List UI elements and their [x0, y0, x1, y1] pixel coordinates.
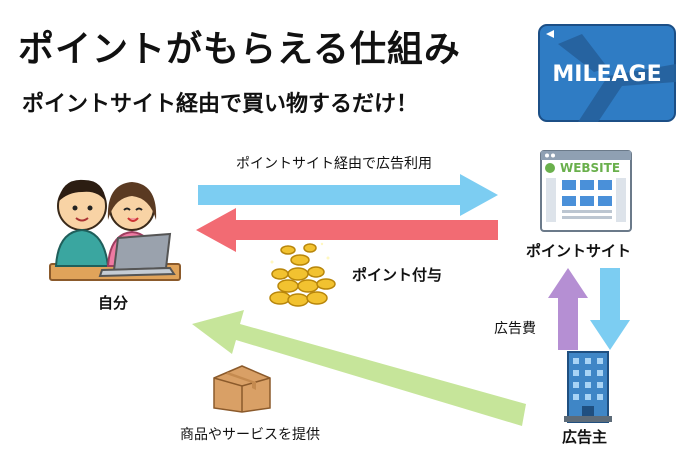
label-goods-services: 商品やサービスを提供: [180, 427, 320, 443]
coins-icon: [269, 242, 336, 307]
website-icon: WEBSITE: [540, 150, 632, 232]
arrow-ad-fee: [548, 268, 588, 350]
node-advertiser: 広告主: [562, 428, 608, 446]
mileage-card-icon: MILEAGE: [538, 24, 676, 122]
building-icon: [564, 351, 612, 423]
mileage-card-text: MILEAGE: [552, 62, 661, 87]
couple-laptop-icon: [49, 179, 181, 281]
arrow-points-to-self: [196, 208, 498, 252]
page-title: ポイントがもらえる仕組み: [18, 29, 461, 70]
page-subtitle: ポイントサイト経由で買い物するだけ！: [22, 92, 419, 117]
label-points-awarded: ポイント付与: [352, 266, 443, 284]
website-icon-text: WEBSITE: [560, 161, 620, 175]
label-via-point-site: ポイントサイト経由で広告利用: [236, 156, 432, 172]
arrow-to-advertiser: [590, 268, 630, 350]
label-ad-fee: 広告費: [494, 321, 536, 337]
package-icon: [213, 365, 271, 413]
node-self: 自分: [98, 294, 129, 312]
arrow-to-point-site: [198, 174, 498, 216]
node-point-site: ポイントサイト: [526, 242, 632, 260]
